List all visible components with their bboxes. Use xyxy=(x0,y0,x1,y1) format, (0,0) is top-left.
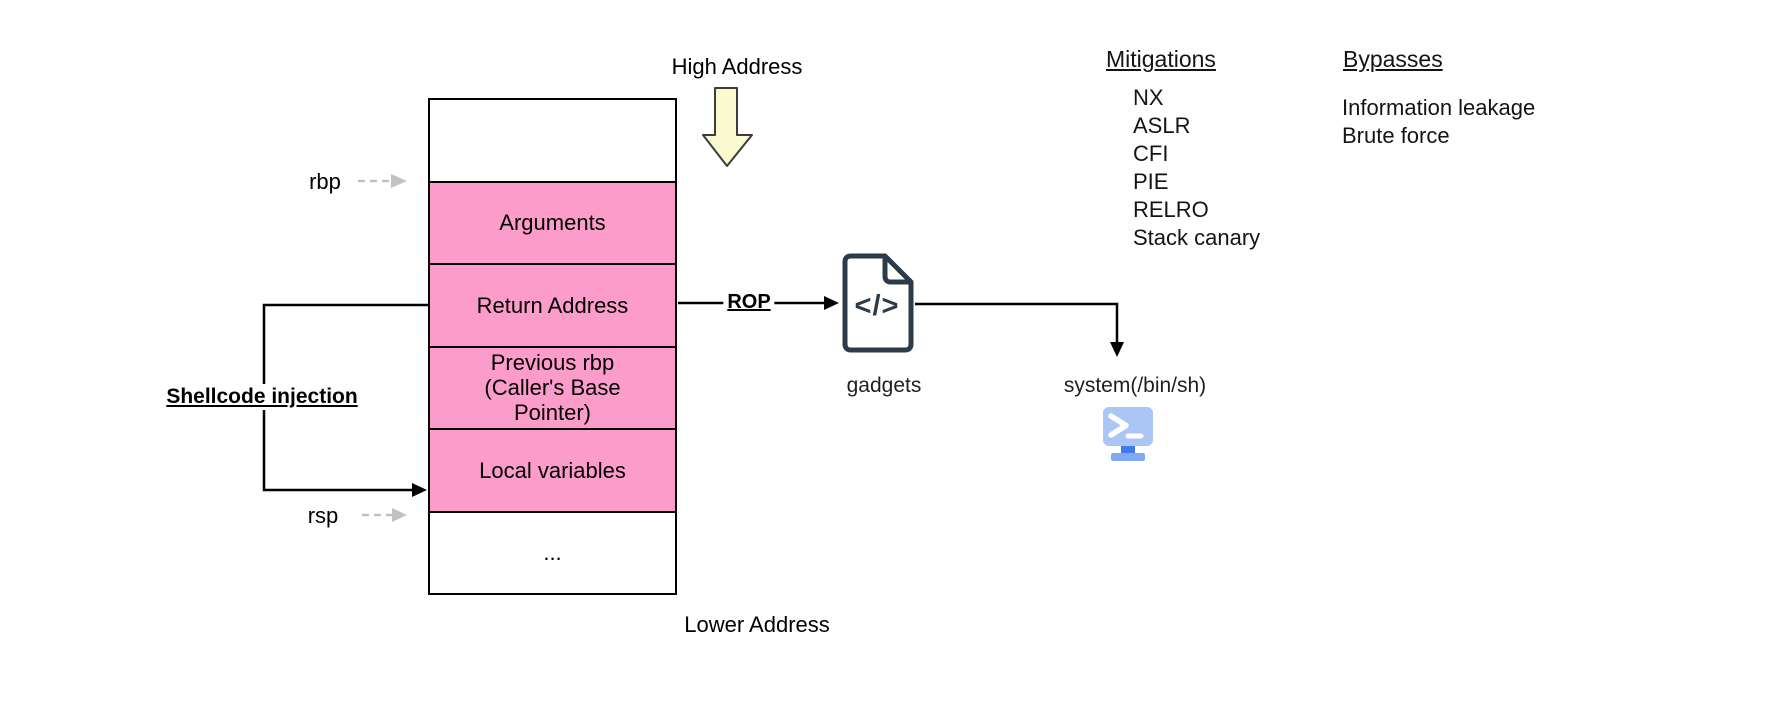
high-address-label: High Address xyxy=(671,54,803,79)
stack-row-local-variables: Local variables xyxy=(430,430,675,513)
stack-row-previous-rbp: Previous rbp (Caller's Base Pointer) xyxy=(430,347,675,430)
gadgets-out-line xyxy=(915,302,1119,343)
mitigations-heading: Mitigations xyxy=(1106,46,1216,72)
rbp-arrowhead-icon xyxy=(391,174,407,188)
rsp-label: rsp xyxy=(307,503,339,528)
rop-label: ROP xyxy=(723,289,775,315)
bracket-arrowhead-icon xyxy=(412,483,427,497)
gadgets-label: gadgets xyxy=(846,374,922,397)
bypasses-heading: Bypasses xyxy=(1343,46,1443,72)
high-to-low-address-arrow-icon xyxy=(702,87,753,167)
bypasses-section: Bypasses xyxy=(1343,46,1443,72)
terminal-stand-neck xyxy=(1121,446,1135,454)
stack-memory-box: Arguments Return Address Previous rbp (C… xyxy=(428,98,677,595)
bypasses-list: Information leakage Brute force xyxy=(1342,94,1535,150)
code-file-fold-corner xyxy=(882,256,911,285)
terminal-icon xyxy=(1103,407,1153,461)
rsp-arrowhead-icon xyxy=(392,508,407,522)
bypass-item-brute-force: Brute force xyxy=(1342,123,1450,148)
mitigation-item-stack-canary: Stack canary xyxy=(1133,225,1261,250)
rbp-pointer-arrow xyxy=(358,174,407,188)
stack-row-return-address: Return Address xyxy=(430,265,675,348)
stack-row-arguments: Arguments xyxy=(430,182,675,265)
bypass-item-information-leakage: Information leakage xyxy=(1342,95,1536,120)
terminal-stand-base xyxy=(1111,453,1145,461)
mitigation-item-pie: PIE xyxy=(1133,169,1169,194)
mitigations-section: Mitigations xyxy=(1106,46,1216,72)
system-binsh-label: system(/bin/sh) xyxy=(1063,374,1207,397)
stack-row-empty-top xyxy=(430,100,675,183)
terminal-prompt-chevron xyxy=(1108,413,1129,438)
code-file-icon: </> xyxy=(842,253,914,353)
mitigation-item-cfi: CFI xyxy=(1133,141,1169,166)
stack-row-ellipsis: ... xyxy=(543,540,562,566)
code-glyph: </> xyxy=(855,290,900,322)
mitigation-item-nx: NX xyxy=(1133,85,1164,110)
rop-arrowhead-icon xyxy=(824,296,839,310)
rsp-pointer-arrow xyxy=(362,508,407,522)
lower-address-label: Lower Address xyxy=(684,612,830,637)
system-arrowhead-icon xyxy=(1110,342,1124,357)
rbp-label: rbp xyxy=(309,169,341,194)
gadgets-to-system-connector xyxy=(915,302,1124,357)
mitigation-item-relro: RELRO xyxy=(1133,197,1209,222)
mitigations-list: NX ASLR CFI PIE RELRO Stack canary xyxy=(1133,84,1260,252)
mitigation-item-aslr: ASLR xyxy=(1133,113,1191,138)
shellcode-injection-label: Shellcode injection xyxy=(162,384,362,410)
